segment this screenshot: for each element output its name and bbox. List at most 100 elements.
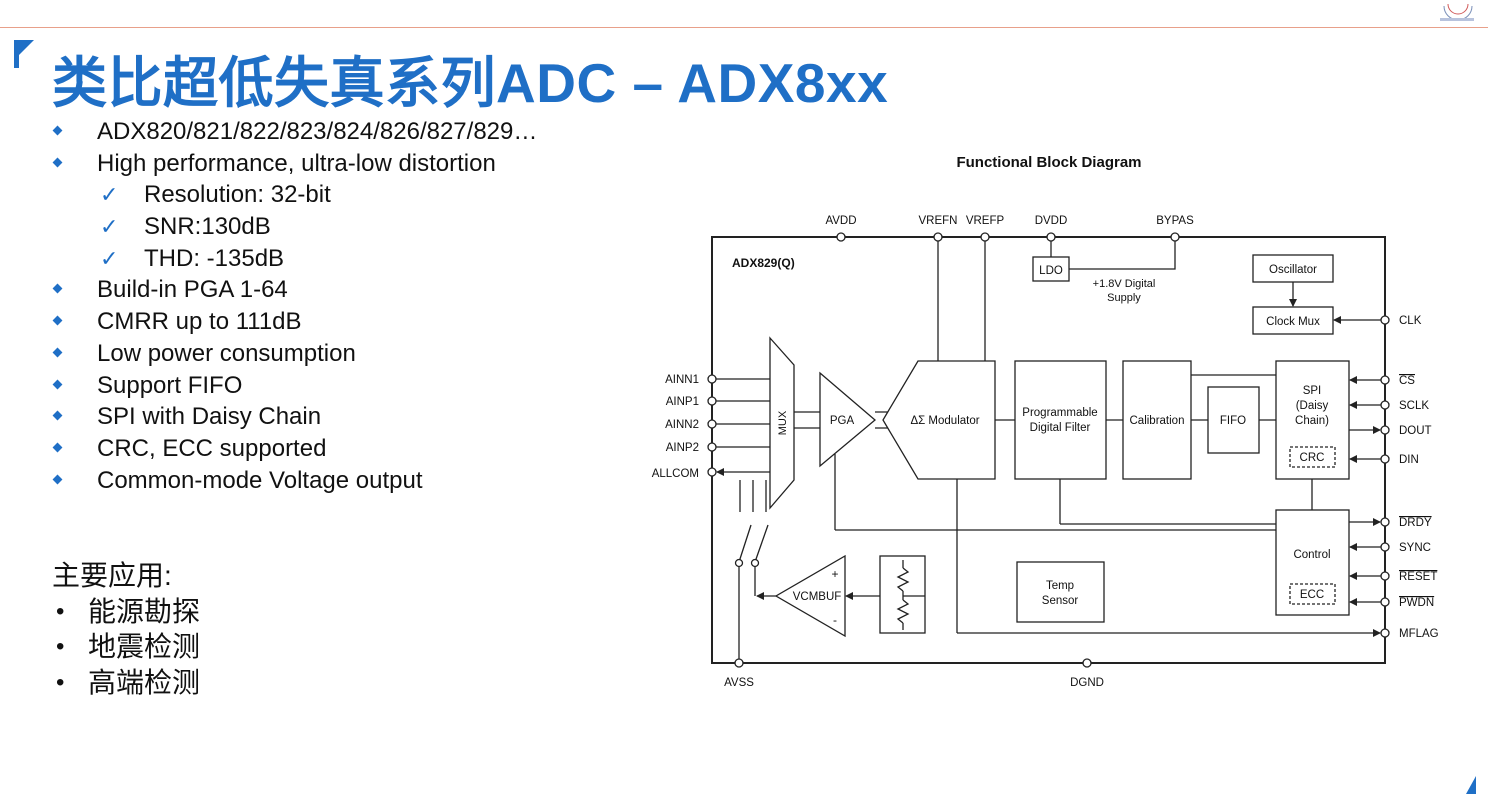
oscillator-label: Oscillator: [1269, 264, 1317, 276]
diamond-bullet-icon: [52, 157, 63, 168]
diamond-bullet-icon: [52, 125, 63, 136]
pin-mflag: [1380, 628, 1390, 638]
vcmbuf-minus: -: [833, 613, 837, 627]
pin-dgnd-label: DGND: [1070, 677, 1104, 689]
mux-block: [769, 336, 795, 510]
pga-block: [819, 371, 877, 468]
pin-clk: [1380, 315, 1390, 325]
list-item: •地震检测: [52, 629, 200, 665]
calibration-label: Calibration: [1130, 415, 1185, 427]
pin-allcom-label: ALLCOM: [652, 468, 699, 480]
dot-bullet-icon: •: [56, 597, 65, 625]
pin-ainn2-label: AINN2: [665, 419, 699, 431]
checkmark-icon: ✓: [100, 214, 119, 240]
applications-list: 主要应用: •能源勘探 •地震检测 •高端检测: [52, 558, 200, 701]
control-label: Control: [1293, 549, 1330, 561]
digital-filter-block: [1014, 360, 1107, 480]
diagram-title: Functional Block Diagram: [956, 154, 1141, 171]
pin-ainn1: [707, 374, 717, 384]
resistor-icon: [896, 567, 910, 592]
diamond-bullet-icon: [52, 379, 63, 389]
pin-avdd: [836, 232, 846, 242]
pin-dvdd-label: DVDD: [1035, 215, 1068, 227]
temp-label-1: Temp: [1046, 580, 1074, 592]
top-pins: AVDD VREFN VREFP DVDD BYPAS: [825, 215, 1194, 242]
diamond-bullet-icon: [52, 442, 63, 453]
applications-heading: 主要应用:: [52, 560, 172, 591]
pin-vrefn-label: VREFN: [919, 215, 958, 227]
pin-avdd-label: AVDD: [825, 215, 856, 227]
corner-decoration: [1466, 776, 1476, 794]
pin-pwdn: [1380, 597, 1390, 607]
pin-reset-label: RESET: [1399, 571, 1437, 583]
pin-vrefp: [980, 232, 990, 242]
pin-reset: [1380, 571, 1390, 581]
company-logo: [1440, 3, 1474, 21]
pin-vrefn: [933, 232, 943, 242]
pin-dgnd: [1082, 658, 1092, 668]
right-pins: CLK CS SCLK DOUT DIN DRDY SYNC RESET PWD…: [1380, 315, 1439, 640]
pin-clk-label: CLK: [1399, 315, 1422, 327]
filter-label-1: Programmable: [1022, 407, 1097, 419]
diamond-bullet-icon: [52, 410, 63, 421]
control-block: [1275, 509, 1350, 616]
spi-label-1: SPI: [1303, 385, 1322, 397]
pin-ainn1-label: AINN1: [665, 374, 699, 386]
chip-name: ADX829(Q): [732, 256, 795, 270]
pin-sclk-label: SCLK: [1399, 400, 1429, 412]
checkmark-icon: ✓: [100, 182, 119, 208]
pin-cs-label: CS: [1399, 375, 1415, 387]
pin-sync: [1380, 542, 1390, 552]
pin-avss-label: AVSS: [724, 677, 754, 689]
pin-ainp1-label: AINP1: [666, 396, 699, 408]
pga-label: PGA: [830, 415, 855, 427]
fifo-label: FIFO: [1220, 415, 1246, 427]
diamond-bullet-icon: [52, 283, 63, 294]
diamond-bullet-icon: [52, 474, 63, 485]
pin-bypas-label: BYPAS: [1156, 215, 1194, 227]
list-item: •能源勘探: [52, 594, 200, 630]
pin-din: [1380, 454, 1390, 464]
supply-label-2: Supply: [1107, 292, 1141, 304]
pin-dout-label: DOUT: [1399, 425, 1432, 437]
header-divider: [0, 27, 1488, 28]
title-corner-mark: [14, 40, 34, 60]
ecc-block: [1289, 583, 1336, 605]
temp-sensor-block: [1016, 561, 1105, 623]
slide-title: 类比超低失真系列ADC – ADX8xx: [52, 52, 889, 114]
list-item: •高端检测: [52, 665, 200, 701]
mux-label: MUX: [777, 410, 789, 435]
spi-label-2: (Daisy: [1296, 400, 1329, 412]
ldo-label: LDO: [1039, 265, 1063, 277]
functional-block-diagram: Functional Block Diagram ADX829(Q) AVDD …: [652, 154, 1439, 689]
temp-label-2: Sensor: [1042, 595, 1079, 607]
pin-sync-label: SYNC: [1399, 542, 1431, 554]
vcmbuf-label: VCMBUF: [793, 591, 842, 603]
crc-block: [1289, 446, 1336, 468]
modulator-label: ΔΣ Modulator: [910, 415, 979, 427]
pin-vrefp-label: VREFP: [966, 215, 1005, 227]
pin-pwdn-label: PWDN: [1399, 597, 1434, 609]
ecc-label: ECC: [1300, 589, 1324, 601]
resistor-divider-block: [879, 555, 926, 634]
clock-mux-label: Clock Mux: [1266, 316, 1320, 328]
diamond-bullet-icon: [52, 347, 63, 358]
pin-avss: [734, 658, 744, 668]
filter-label-2: Digital Filter: [1030, 422, 1091, 434]
dot-bullet-icon: •: [56, 633, 65, 660]
left-pins: AINN1 AINP1 AINN2 AINP2 ALLCOM: [652, 374, 770, 480]
diamond-bullet-icon: [52, 315, 63, 326]
pin-cs: [1380, 375, 1390, 385]
pin-sclk: [1380, 400, 1390, 410]
pin-dvdd: [1046, 232, 1056, 242]
pin-ainp2: [707, 442, 717, 452]
pin-drdy: [1380, 517, 1390, 527]
pin-mflag-label: MFLAG: [1399, 628, 1439, 640]
spi-label-3: Chain): [1295, 415, 1329, 427]
pin-ainn2: [707, 419, 717, 429]
pin-drdy-label: DRDY: [1399, 517, 1432, 529]
resistor-icon: [896, 599, 910, 624]
pin-ainp2-label: AINP2: [666, 442, 699, 454]
pin-dout: [1380, 425, 1390, 435]
crc-label: CRC: [1300, 452, 1325, 464]
